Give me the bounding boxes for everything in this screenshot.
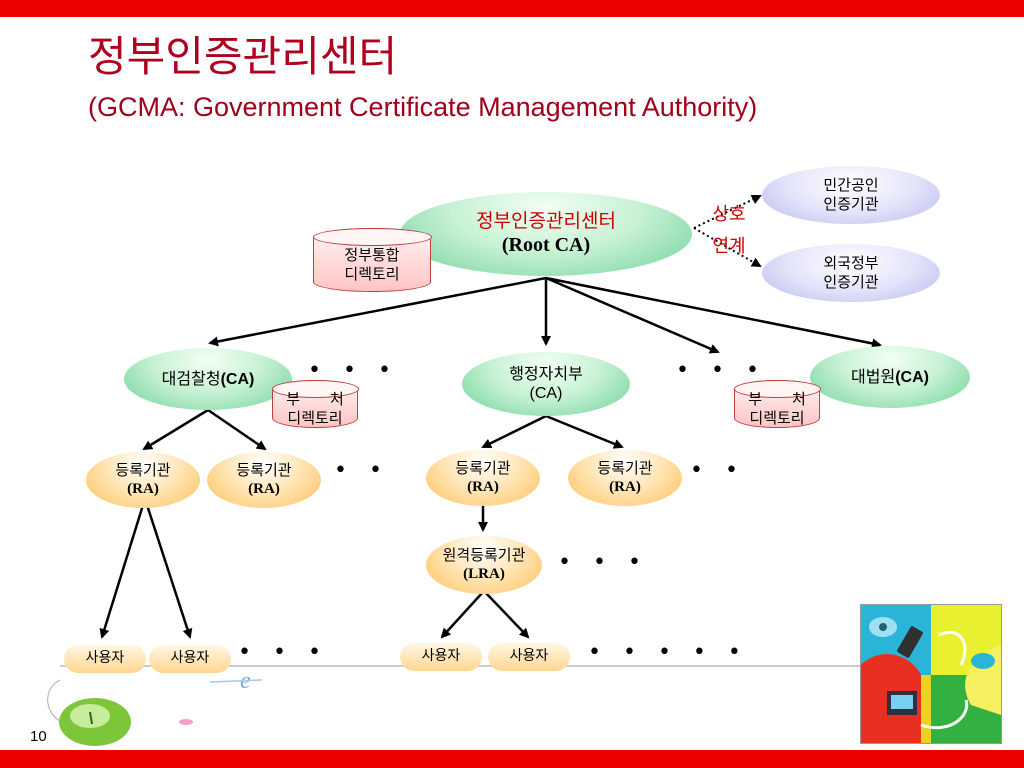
- communication-illustration: [860, 604, 1002, 744]
- ellipsis-dots: • • • • •: [588, 640, 741, 665]
- gov-directory-line1: 정부통합: [344, 246, 400, 265]
- ra-node: 등록기관 (RA): [426, 450, 540, 506]
- ra-line1: 등록기관: [236, 461, 292, 480]
- ra-line1: 등록기관: [115, 461, 171, 480]
- ellipsis-dots: • • •: [676, 358, 759, 383]
- dept-dir-right-line2: 디렉토리: [749, 409, 805, 427]
- ra-line2: (RA): [467, 479, 499, 495]
- ra-node: 등록기관 (RA): [86, 452, 200, 508]
- ra-line2: (RA): [127, 481, 159, 497]
- ra-line2: (RA): [248, 481, 280, 497]
- foreign-ca-node: 외국정부 인증기관: [762, 244, 940, 302]
- prosecution-ca-node: 대검찰청(CA): [124, 348, 292, 410]
- ra-line1: 등록기관: [455, 459, 511, 478]
- page-number: 10: [30, 728, 47, 745]
- dept-directory-right: 부 처 디렉토리: [733, 379, 821, 428]
- arrow-root-to-court: [545, 276, 882, 349]
- arrow-root-to-prosecution: [208, 276, 547, 347]
- root-ca-title: 정부인증관리센터: [476, 209, 616, 232]
- ra-line1: 등록기관: [597, 459, 653, 478]
- foreign-ca-line1: 외국정부: [823, 254, 879, 273]
- user-node: 사용자: [488, 643, 570, 671]
- user-node: 사용자: [64, 645, 146, 673]
- slide-subtitle: (GCMA: Government Certificate Management…: [88, 92, 758, 122]
- mutual-link-label: 상호 연계: [700, 198, 758, 264]
- arrow-mogaha-ra2: [545, 414, 624, 449]
- arrow-lra-user2: [484, 591, 530, 639]
- dept-directory-left: 부 처 디렉토리: [271, 379, 359, 428]
- arrow-prosecution-ra2: [207, 408, 267, 451]
- lra-node: 원격등록기관 (LRA): [426, 536, 542, 594]
- mutual-line1: 상호: [712, 203, 746, 225]
- foreign-ca-line2: 인증기관: [823, 273, 879, 291]
- ellipsis-dots: • • •: [238, 640, 321, 665]
- dept-dir-right-line1: 부 처: [748, 390, 806, 409]
- mogaha-line1: 행정자치부: [509, 364, 583, 383]
- ellipsis-dots: • • •: [308, 358, 391, 383]
- top-red-bar: [0, 0, 1024, 17]
- private-ca-node: 민간공인 인증기관: [762, 166, 940, 224]
- user-node: 사용자: [149, 645, 231, 673]
- dept-dir-left-line2: 디렉토리: [287, 409, 343, 427]
- ra-line2: (RA): [609, 479, 641, 495]
- user-node: 사용자: [400, 643, 482, 671]
- court-name: 대법원: [851, 366, 896, 386]
- root-ca-sub: (Root CA): [501, 234, 591, 257]
- ra-node: 등록기관 (RA): [568, 450, 682, 506]
- ra-node: 등록기관 (RA): [207, 452, 321, 508]
- private-ca-line2: 인증기관: [823, 195, 879, 213]
- court-ca-node: 대법원(CA): [810, 346, 970, 408]
- bottom-red-bar: [0, 750, 1024, 768]
- lra-line2: (LRA): [463, 566, 505, 582]
- root-ca-node: 정부인증관리센터 (Root CA): [400, 192, 692, 276]
- court-suffix: (CA): [895, 368, 929, 386]
- mutual-line2: 연계: [712, 236, 746, 257]
- dotted-to-private: [693, 194, 762, 229]
- communication-illustration-svg: [861, 605, 1001, 743]
- mogaha-line2: (CA): [529, 385, 563, 402]
- arrow-root-to-dots: [545, 276, 720, 354]
- dept-dir-left-line1: 부 처: [286, 390, 344, 409]
- gov-directory-cylinder: 정부통합 디렉토리: [312, 227, 432, 292]
- ellipsis-dots: • • •: [558, 550, 641, 575]
- decorative-leaf-icon: [59, 698, 131, 746]
- arrow-prosecution-ra1: [142, 408, 209, 451]
- lra-line1: 원격등록기관: [442, 546, 526, 565]
- arrow-lra-user1: [440, 591, 484, 639]
- prosecution-suffix: (CA): [220, 370, 255, 388]
- ellipsis-dots: • •: [334, 458, 382, 483]
- arrow-mogaha-ra1: [481, 414, 547, 449]
- arrow-ra1-user1: [99, 504, 145, 639]
- decorative-dot: [179, 719, 193, 725]
- gov-directory-line2: 디렉토리: [344, 265, 400, 283]
- private-ca-line1: 민간공인: [823, 176, 879, 195]
- mogaha-ca-node: 행정자치부 (CA): [462, 352, 630, 416]
- ellipsis-dots: • •: [690, 458, 738, 483]
- arrow-ra1-user2: [145, 504, 193, 639]
- prosecution-name: 대검찰청: [161, 368, 221, 388]
- slide-title: 정부인증관리센터: [88, 32, 398, 81]
